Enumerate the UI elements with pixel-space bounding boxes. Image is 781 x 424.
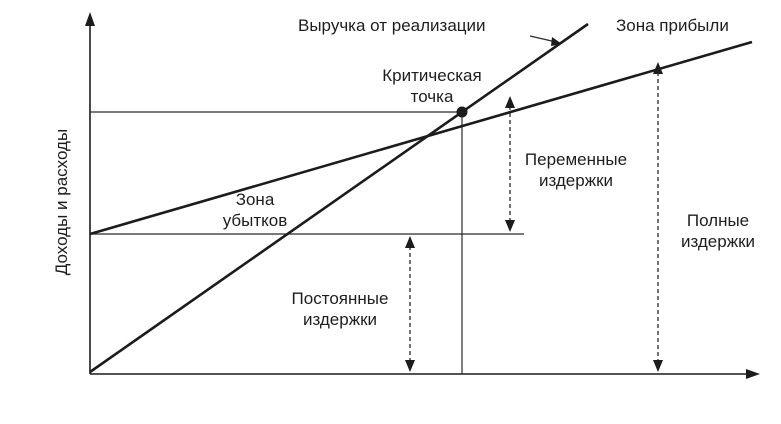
y-axis-label: Доходы и расходы: [52, 129, 71, 275]
revenue-leader-arrowhead: [551, 37, 562, 46]
fixed-costs-label-line2: издержки: [303, 310, 377, 329]
fixed-costs-arrowhead-bottom: [405, 360, 415, 372]
fixed-costs-label-line1: Постоянные: [292, 289, 389, 308]
total-costs-arrowhead-bottom: [653, 360, 663, 372]
variable-costs-arrowhead-top: [505, 96, 515, 108]
total-costs-arrowhead-top: [653, 62, 663, 74]
critical-point-label-line1: Критическая: [382, 66, 481, 85]
variable-costs-label-line2: издержки: [539, 171, 613, 190]
variable-costs-arrowhead-bottom: [505, 220, 515, 232]
critical-point-label-line2: точка: [411, 87, 454, 106]
critical-point-marker: [456, 106, 468, 118]
total-costs-label-line2: издержки: [681, 232, 755, 251]
revenue-line: [89, 22, 589, 374]
variable-costs-label-line1: Переменные: [525, 150, 627, 169]
y-axis-arrowhead: [85, 12, 95, 26]
fixed-costs-arrowhead-top: [405, 236, 415, 248]
x-axis-arrowhead: [746, 369, 760, 379]
loss-zone-label-line2: убытков: [223, 211, 288, 230]
loss-zone-label-line1: Зона: [236, 190, 275, 209]
revenue-label: Выручка от реализации: [298, 16, 486, 35]
total-cost-line: [89, 40, 753, 236]
profit-zone-label: Зона прибыли: [616, 16, 729, 35]
total-costs-label-line1: Полные: [687, 211, 749, 230]
